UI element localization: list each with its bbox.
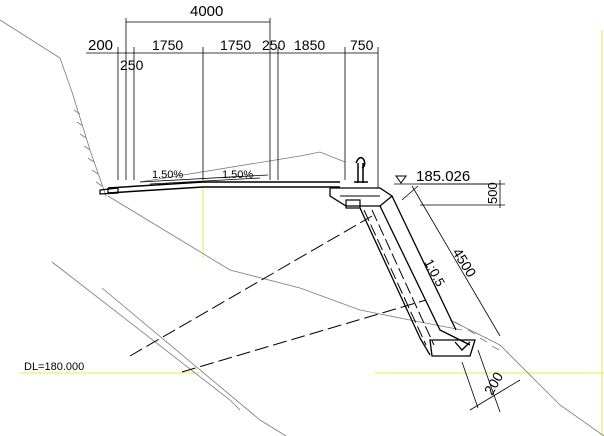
dim-250-right: 250	[262, 37, 286, 53]
underground-line-b	[101, 287, 287, 436]
dim-1750-b: 1750	[220, 37, 251, 53]
dim-200: 200	[88, 37, 113, 54]
sidewalk-block	[329, 187, 394, 209]
dim-1750-a: 1750	[152, 37, 183, 53]
datum-label: DL=180.000	[24, 361, 84, 373]
slope-right-label: 1.50%	[222, 169, 253, 181]
dim-4500: 4500	[449, 245, 479, 280]
guardrail-post	[354, 156, 368, 183]
mountain-profile-line	[139, 151, 346, 183]
anchor-line-upper	[129, 215, 373, 357]
pavement	[99, 174, 340, 195]
toe-hatching	[454, 321, 500, 351]
dim-1850: 1850	[294, 37, 325, 53]
elevation-label: 185.026	[416, 168, 470, 185]
dim-250-left: 250	[120, 57, 144, 73]
slope-toe-terrain-line	[449, 319, 604, 436]
elevation-marker-icon	[395, 175, 407, 184]
lower-terrain-line	[107, 195, 463, 331]
slope-ratio-label: 1:0.5	[421, 256, 448, 289]
dim-750: 750	[350, 37, 374, 53]
underground-line-a	[51, 261, 241, 411]
dim-500: 500	[485, 182, 500, 204]
upper-terrain-line	[0, 19, 107, 197]
slope-left-label: 1.50%	[152, 169, 183, 181]
cut-slope-hatching	[73, 109, 103, 187]
retaining-wall	[359, 195, 476, 357]
anchor-line-lower	[181, 299, 427, 373]
dim-total-width: 4000	[190, 3, 223, 20]
top-dimension-lines	[86, 18, 379, 188]
